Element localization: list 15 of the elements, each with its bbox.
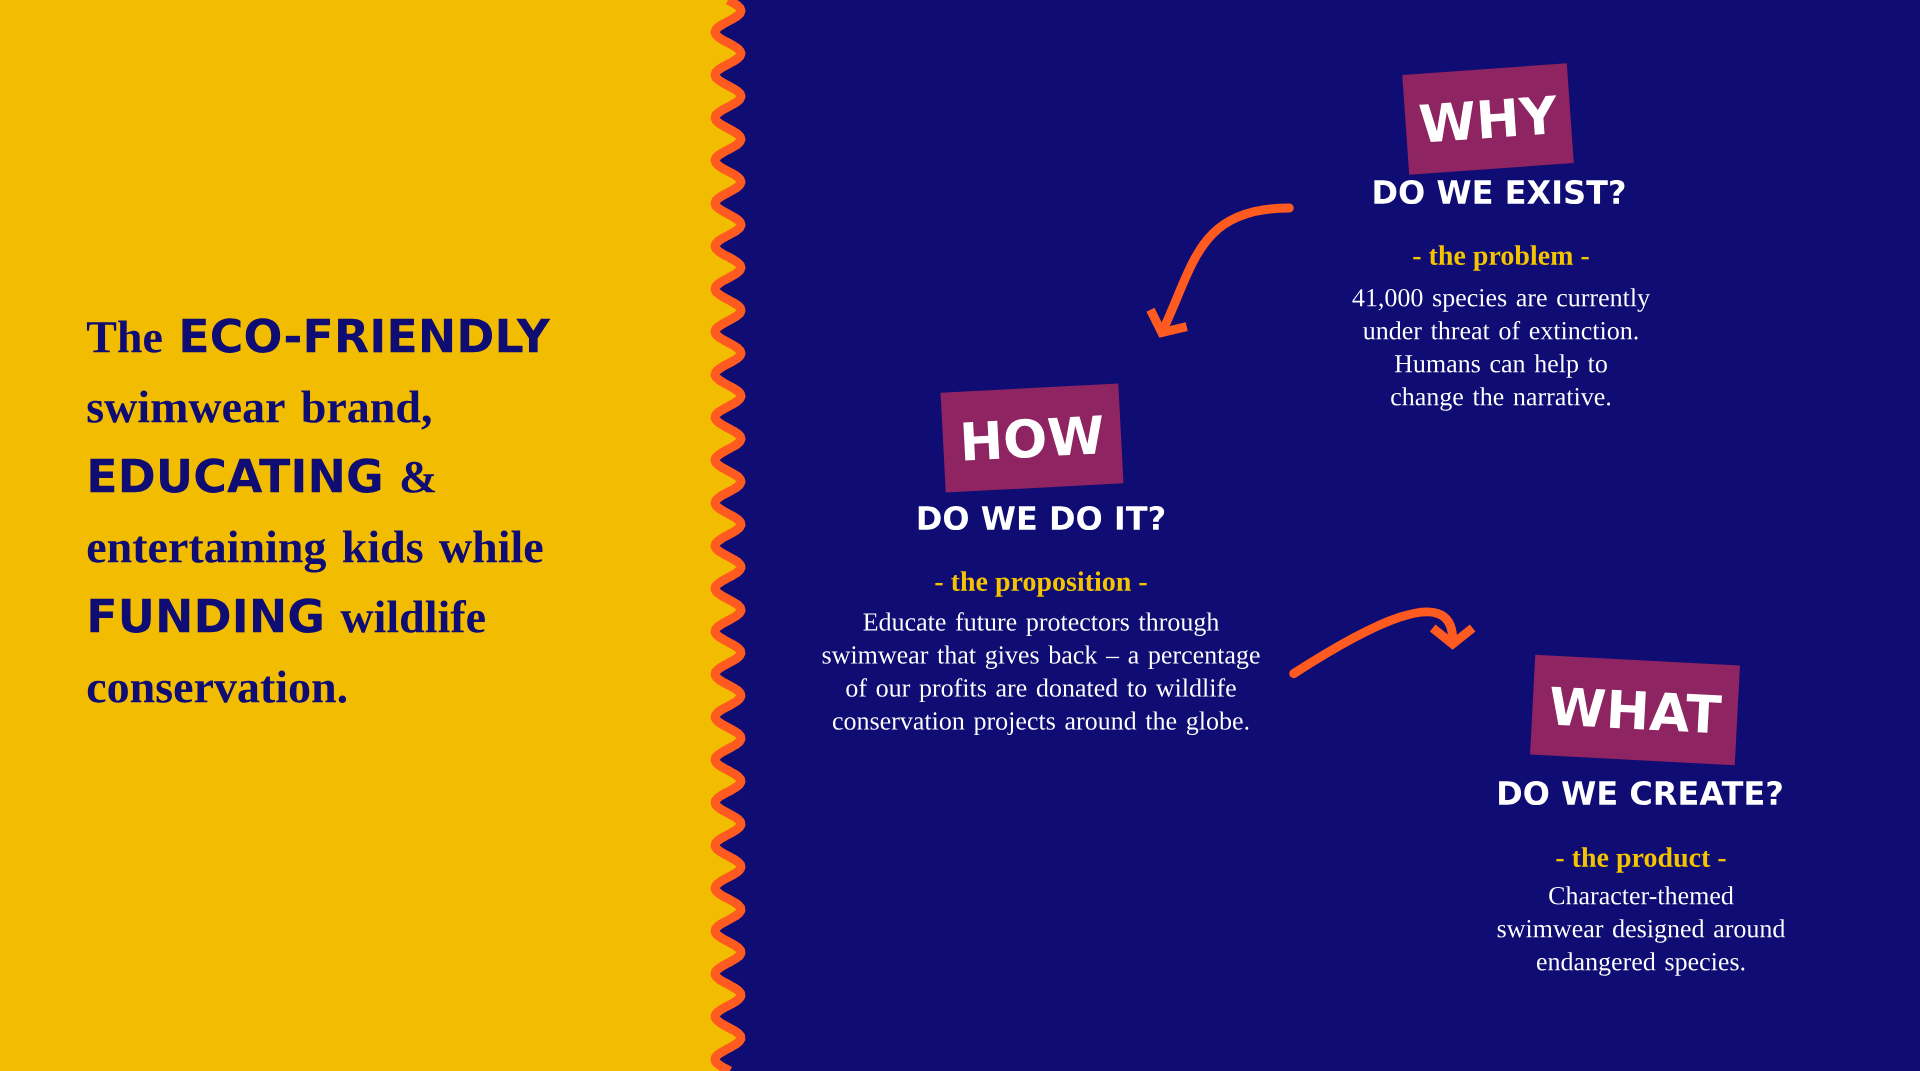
- heading: DO WE EXIST?: [1374, 179, 1625, 205]
- description-text: 41,000 species are currently under threat of extinction. Humans can help to change the narrative.: [1352, 288, 1650, 411]
- tag-label: WHAT: [1530, 654, 1740, 766]
- heading: DO WE CREATE?: [1499, 780, 1782, 806]
- headline-text: The ECO-FRIENDLY swimwear brand, EDUCATING & entertaining kids while FUNDING wildlife conservation.: [86, 318, 551, 703]
- subheading: - the problem -: [1413, 245, 1589, 271]
- curved-arrow: [1289, 607, 1476, 679]
- subheading: - the product -: [1556, 847, 1726, 873]
- description-text: Educate future protectors through swimwear that gives back – a percentage of our profits are donated to wildlife conservation projects around the globe.: [822, 612, 1260, 736]
- tag-label: HOW: [940, 383, 1124, 493]
- subheading: - the proposition -: [935, 571, 1147, 597]
- curved-arrow: [1146, 203, 1294, 338]
- tag-label: WHY: [1402, 63, 1574, 175]
- heading: DO WE DO IT?: [918, 505, 1165, 531]
- description-text: Character-themed swimwear designed around endangered species.: [1497, 886, 1786, 976]
